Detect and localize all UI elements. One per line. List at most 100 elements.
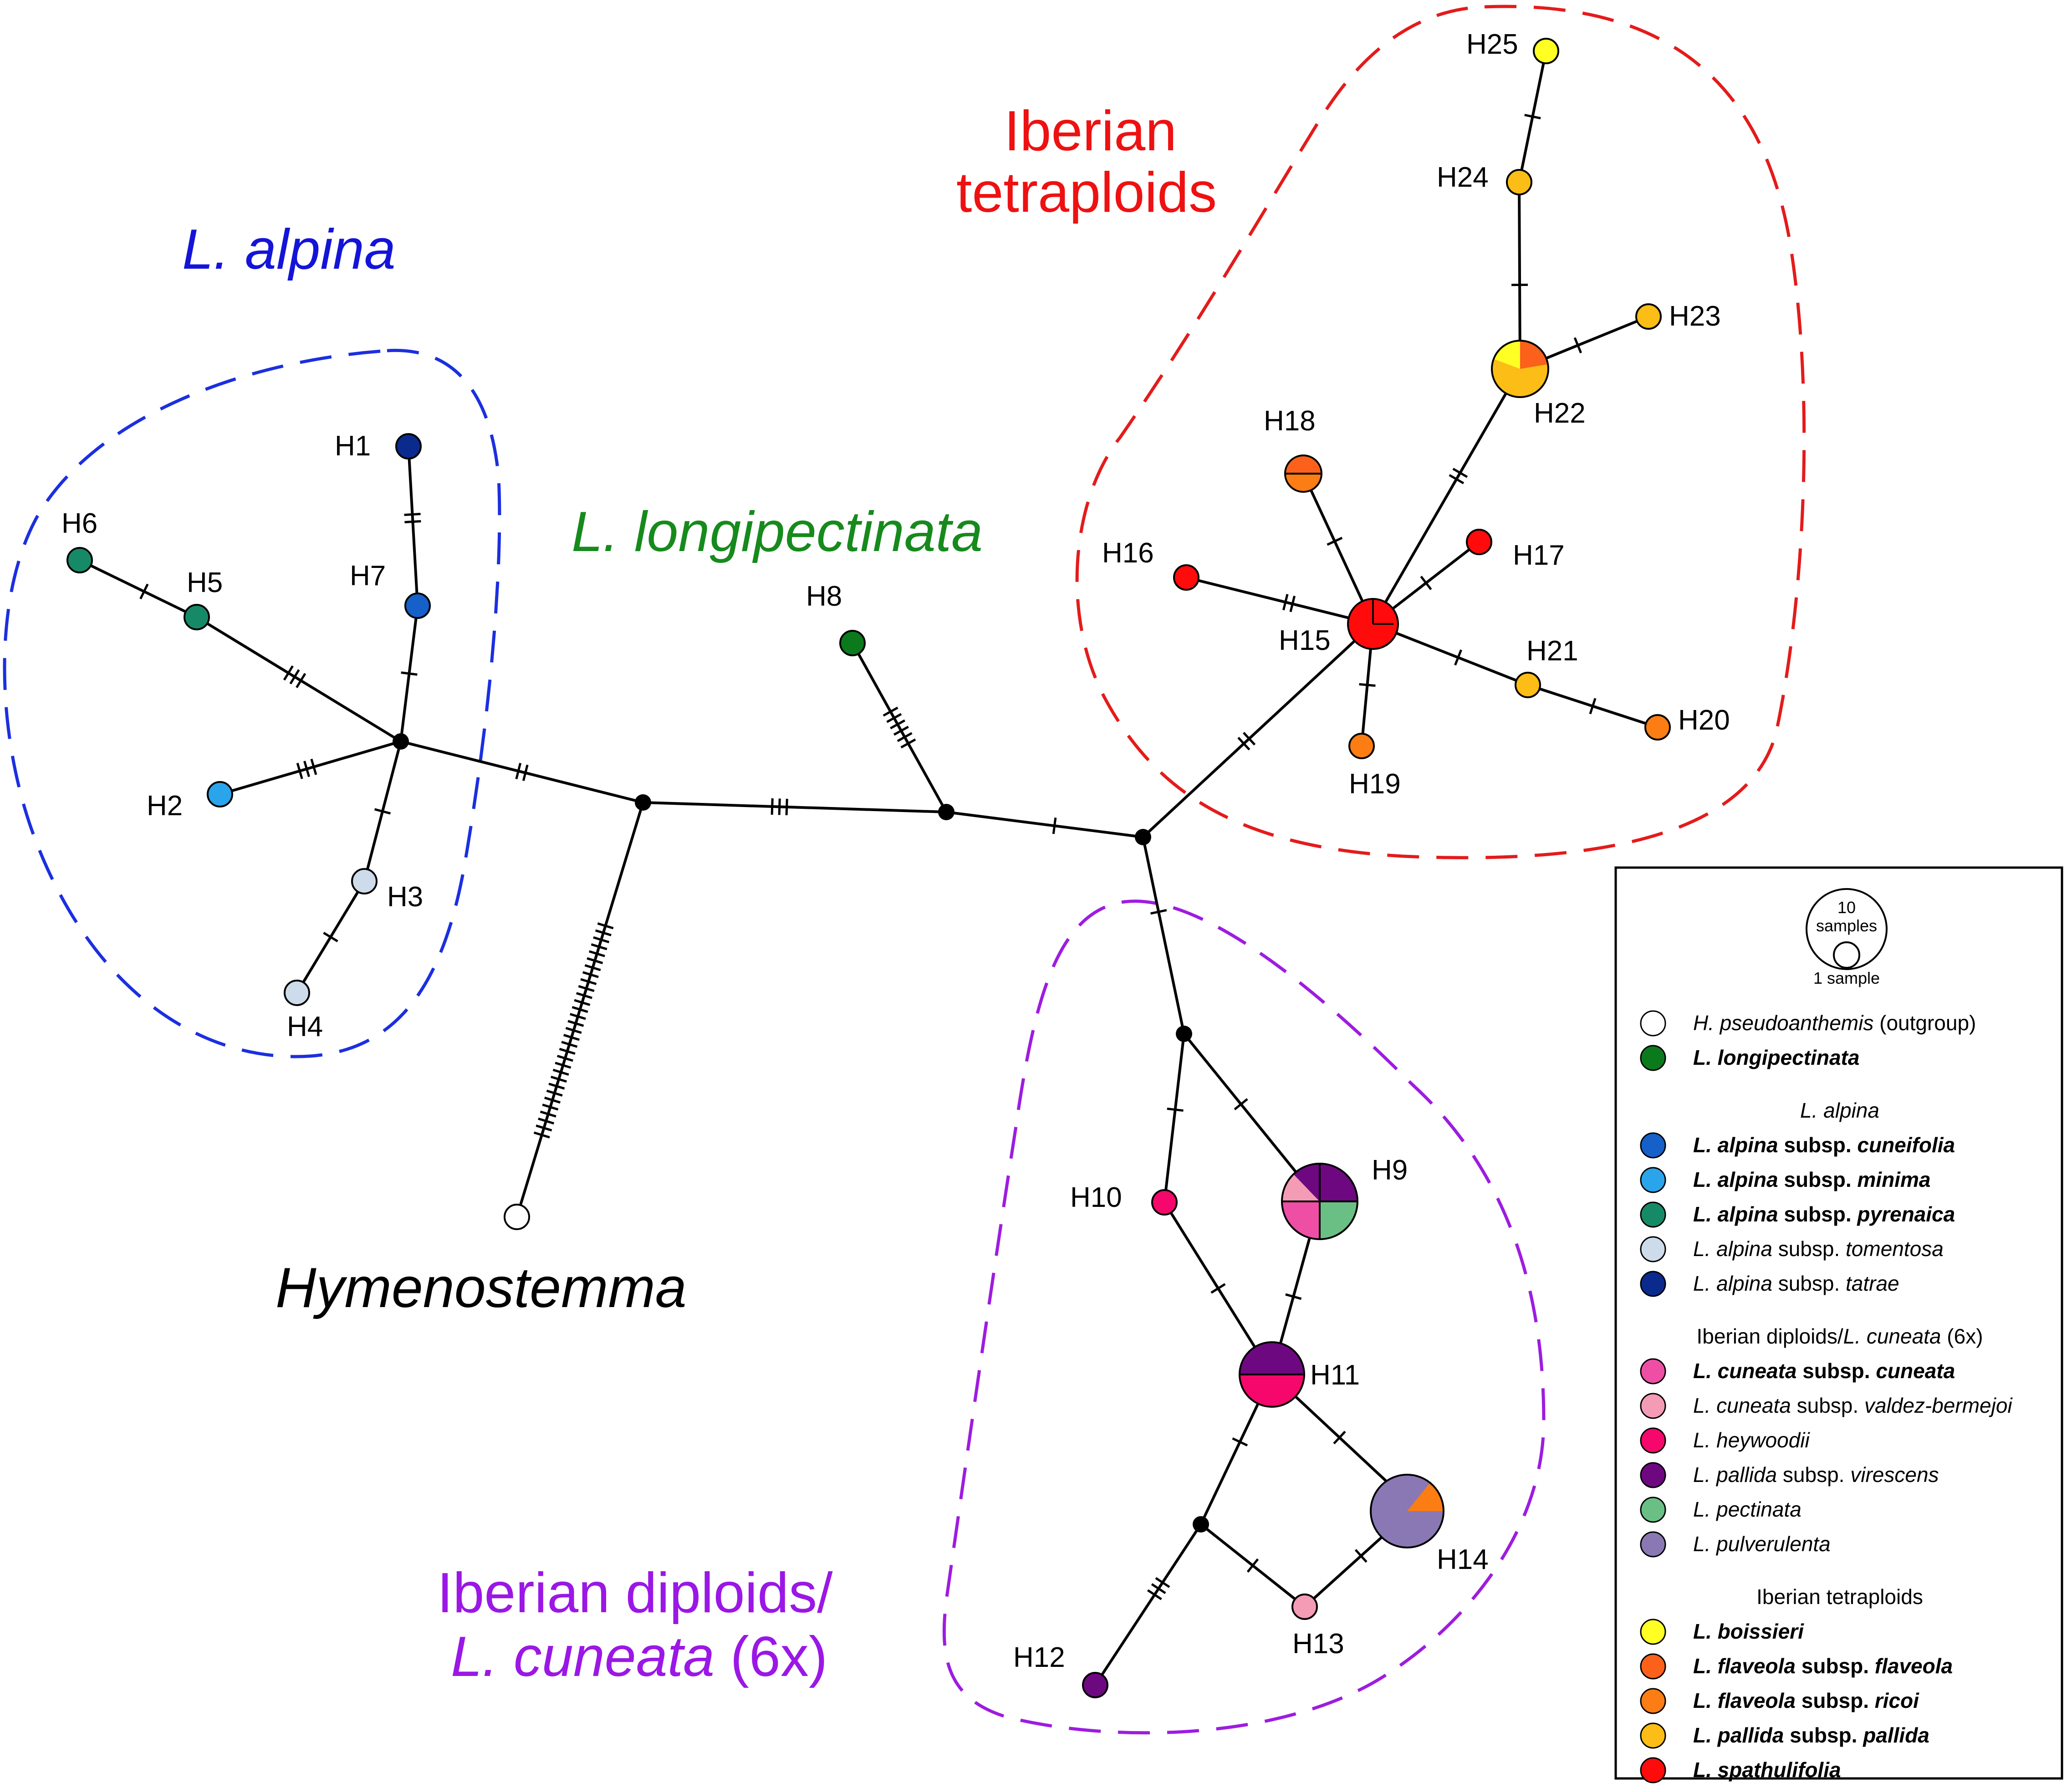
legend-outgroup-swatch [1640, 1010, 1666, 1037]
edge [643, 801, 947, 813]
mutation-tick [883, 706, 898, 717]
mutation-tick [546, 1089, 563, 1097]
median-vector [1135, 829, 1151, 845]
median-vector [635, 794, 651, 811]
mutation-tick [588, 950, 605, 957]
haplotype-label-h20: H20 [1678, 705, 1730, 736]
legend-tetraploid-spathulifolia-label: L. spathulifolia [1693, 1758, 1841, 1782]
mutation-tick [289, 669, 300, 685]
legend-tetraploid-flaveola-flaveola-label: L. flaveola subsp. flaveola [1693, 1654, 1953, 1678]
edge [79, 559, 198, 618]
haplotype-node-h5 [184, 604, 210, 630]
mutation-tick [1232, 1437, 1248, 1447]
mutation-tick [1237, 736, 1250, 751]
median-vector [393, 733, 409, 750]
group-label-6x: (6x) [714, 1625, 827, 1688]
mutation-tick [565, 1027, 582, 1034]
mutation-tick [1151, 1583, 1166, 1594]
haplotype-node-h22 [1491, 340, 1549, 398]
mutation-tick [561, 1041, 578, 1048]
mutation-tick [538, 1117, 555, 1125]
group-label-iberian-diploids-1: Iberian diploids/ [437, 1562, 833, 1625]
mutation-tick [1150, 909, 1167, 915]
haplotype-label-h8: H8 [806, 581, 842, 612]
mutation-tick [597, 922, 614, 930]
haplotype-node-outgroup [504, 1204, 530, 1230]
legend-diploid-title: Iberian diploids/L. cuneata (6x) [1696, 1324, 1983, 1348]
mutation-tick [567, 1020, 584, 1027]
mutation-tick [310, 758, 317, 775]
mutation-tick [1573, 337, 1582, 353]
haplotype-label-h7: H7 [350, 560, 386, 592]
edge [1372, 368, 1521, 625]
haplotype-node-h24 [1506, 169, 1532, 195]
haplotype-node-h14 [1370, 1474, 1444, 1548]
haplotype-label-h4: H4 [287, 1011, 323, 1042]
mutation-tick [893, 725, 909, 736]
legend-alpina-tatrae-swatch [1640, 1271, 1666, 1297]
haplotype-label-h17: H17 [1513, 540, 1565, 571]
haplotype-label-h14: H14 [1437, 1544, 1489, 1575]
mutation-tick [1210, 1283, 1226, 1294]
legend-tetraploid-title: Iberian tetraploids [1756, 1585, 1923, 1609]
mutation-tick [1167, 1107, 1184, 1112]
mutation-tick [1452, 468, 1468, 478]
haplotype-node-h20 [1644, 714, 1671, 741]
haplotype-label-h5: H5 [187, 567, 223, 598]
mutation-tick [548, 1083, 565, 1090]
legend-diploid-heywoodii-label: L. heywoodii [1693, 1428, 1810, 1452]
edge [400, 740, 643, 804]
group-labels: L. alpina L. longipectinata Iberian tetr… [182, 100, 1217, 1688]
mutation-tick [593, 936, 610, 944]
edge [1142, 837, 1185, 1034]
legend-diploid-pulverulenta-label: L. pulverulenta [1693, 1532, 1831, 1556]
haplotype-label-h25: H25 [1466, 29, 1518, 60]
haplotype-node-h19 [1348, 733, 1375, 759]
mutation-tick [1420, 576, 1432, 590]
legend-diploid-virescens-label: L. pallida subsp. virescens [1693, 1463, 1939, 1487]
mutation-tick [559, 1047, 576, 1055]
legend-alpina-cuneifolia-swatch [1640, 1132, 1666, 1159]
mutation-tick [1449, 474, 1465, 485]
mutation-tick [404, 512, 421, 516]
mutation-tick [283, 665, 294, 681]
mutation-tick [401, 671, 418, 676]
haplotype-node-h10 [1151, 1189, 1178, 1216]
legend-alpina-tomentosa-label: L. alpina subsp. tomentosa [1693, 1237, 1944, 1261]
mutation-tick [1359, 683, 1376, 687]
haplotype-label-h16: H16 [1102, 537, 1154, 569]
mutation-tick [1246, 1558, 1259, 1573]
mutation-tick [544, 1096, 561, 1104]
legend-tetraploid-flaveola-flaveola-swatch [1640, 1653, 1666, 1680]
edge [1518, 182, 1521, 369]
group-label-hymenostemma: Hymenostemma [276, 1257, 687, 1319]
edge [1142, 623, 1374, 838]
mutation-tick [536, 1124, 552, 1132]
haplotype-node-h15 [1347, 598, 1399, 650]
haplotype-node-h25 [1533, 38, 1559, 64]
haplotype-label-h24: H24 [1437, 162, 1489, 193]
haplotype-label-h3: H3 [387, 881, 423, 913]
legend-outgroup-label: H. pseudoanthemis (outgroup) [1693, 1011, 1976, 1035]
haplotype-node-h12 [1082, 1672, 1108, 1698]
legend-scale-small-circle [1833, 941, 1860, 969]
tetraploid-hull [1075, 5, 1806, 859]
mutation-tick [323, 932, 338, 942]
mutation-tick [1285, 1293, 1302, 1300]
mutation-tick [584, 964, 601, 971]
mutation-tick [557, 1055, 573, 1062]
legend-tetraploid-boissieri-label: L. boissieri [1693, 1619, 1804, 1643]
mutation-tick [515, 762, 522, 780]
haplotype-node-h18 [1284, 455, 1322, 493]
group-label-l-cuneata: L. cuneata [451, 1625, 714, 1688]
diploid-hull [942, 899, 1546, 1735]
haplotype-labels: H1 H2 H3 H4 H5 H6 H7 H8 H9 H10 H11 H12 H… [61, 29, 1730, 1673]
legend-tetraploid-pallida-pallida-swatch [1640, 1722, 1666, 1749]
haplotype-node-h13 [1291, 1594, 1318, 1620]
alpina-hull [3, 348, 501, 1058]
edge [1302, 473, 1374, 625]
legend-diploid-pulverulenta-swatch [1640, 1531, 1666, 1558]
group-label-iberian-tetraploids-1: Iberian [1004, 100, 1177, 163]
haplotype-label-h22: H22 [1534, 398, 1586, 429]
edge [407, 446, 419, 606]
